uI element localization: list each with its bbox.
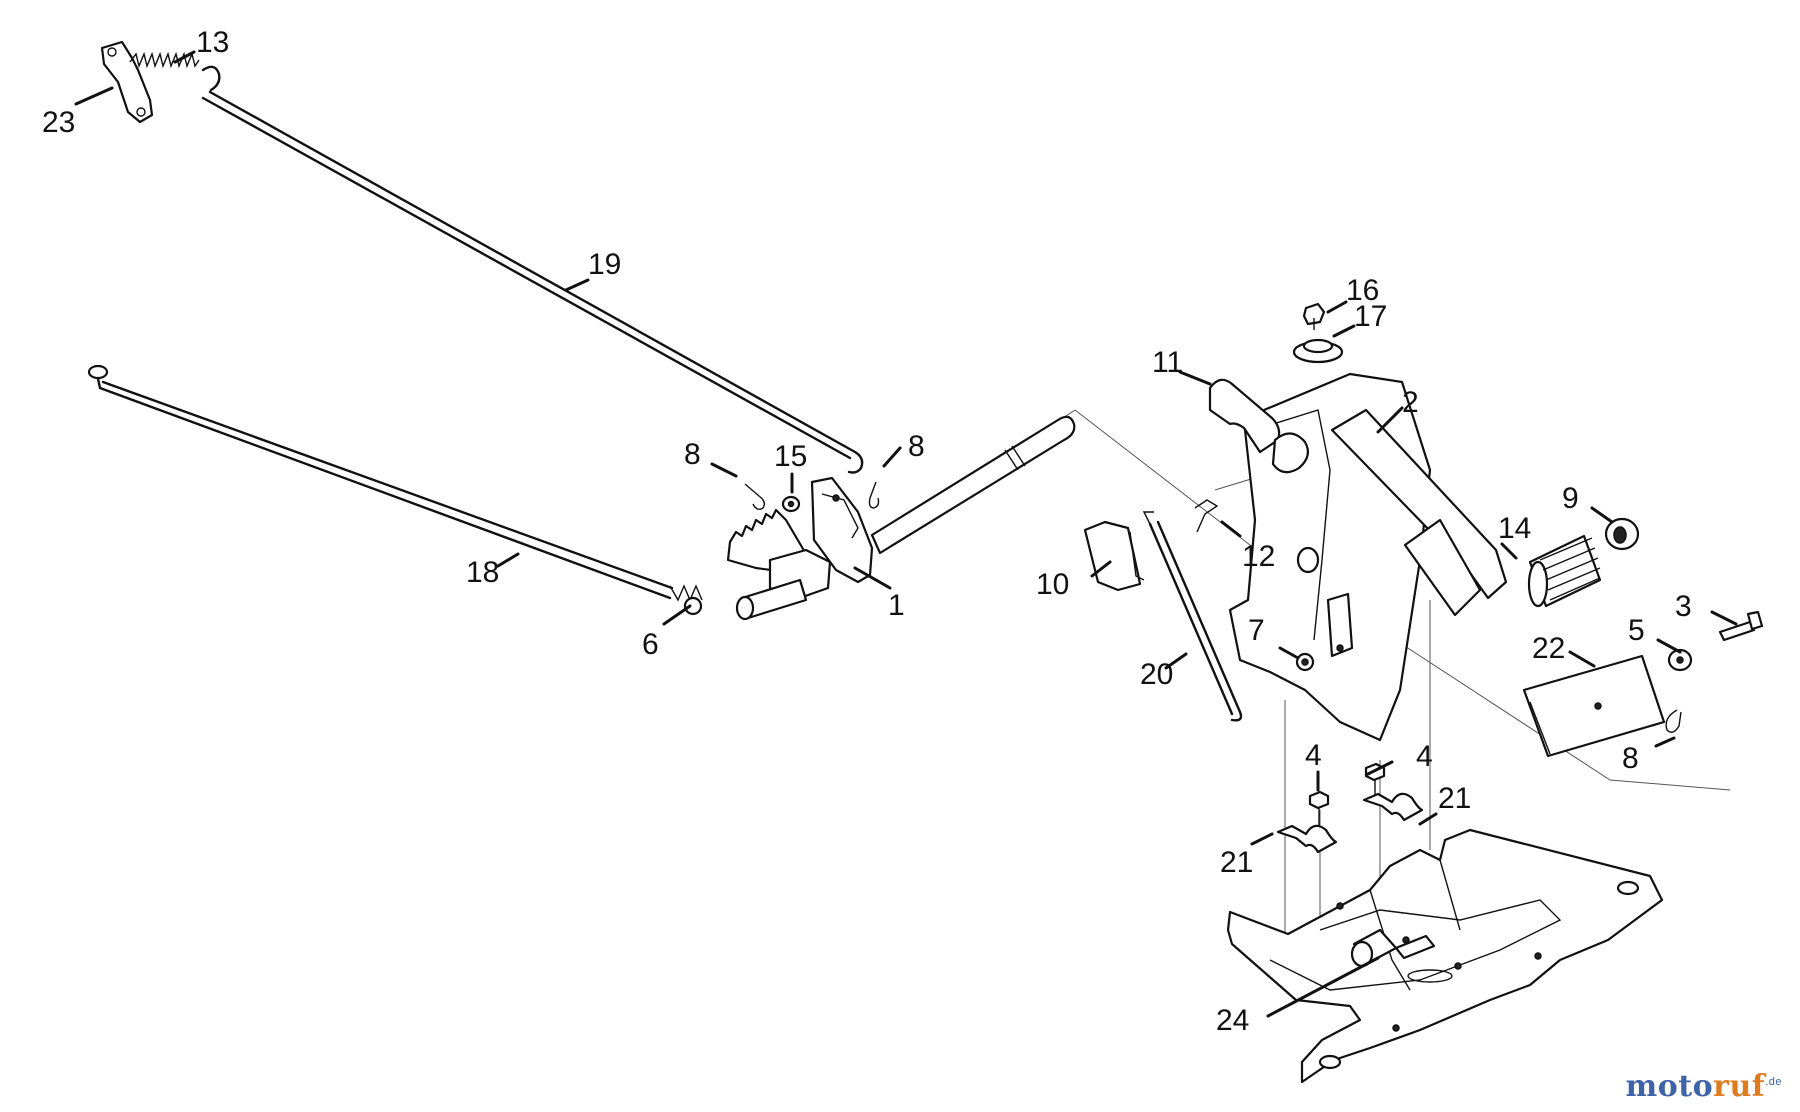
callout-2: 2 bbox=[1402, 386, 1419, 419]
callout-11: 11 bbox=[1152, 346, 1183, 379]
watermark-part2: ruf bbox=[1713, 1069, 1766, 1104]
callout-18: 18 bbox=[466, 556, 499, 589]
pin-12 bbox=[1194, 499, 1219, 533]
clamp-21-left bbox=[1276, 824, 1338, 854]
callout-13: 13 bbox=[196, 26, 229, 59]
callout-21-right: 21 bbox=[1438, 782, 1471, 815]
callout-4-right: 4 bbox=[1416, 740, 1433, 773]
base-frame-assembly bbox=[1226, 762, 1664, 1084]
spring-13 bbox=[129, 51, 200, 69]
rod-19 bbox=[201, 90, 864, 474]
watermark-part1: moto bbox=[1625, 1069, 1714, 1104]
callout-12: 12 bbox=[1242, 540, 1275, 573]
callout-4-left: 4 bbox=[1305, 739, 1322, 772]
callout-1: 1 bbox=[888, 589, 905, 622]
watermark-logo: motoruf.de bbox=[1626, 1069, 1782, 1104]
callout-22: 22 bbox=[1532, 632, 1565, 665]
bolt-4-left bbox=[1308, 790, 1330, 810]
callout-16: 16 bbox=[1346, 274, 1379, 307]
callout-17: 17 bbox=[1354, 300, 1387, 333]
pedal-tower bbox=[1208, 302, 1432, 742]
watermark-suffix: .de bbox=[1765, 1076, 1782, 1088]
rod-20 bbox=[1156, 520, 1243, 722]
clip-10 bbox=[1083, 520, 1142, 592]
callout-19: 19 bbox=[588, 248, 621, 281]
yoke-6 bbox=[683, 596, 703, 616]
spring-bracket-assembly bbox=[100, 40, 221, 124]
callout-23: 23 bbox=[42, 106, 75, 139]
callout-9: 9 bbox=[1562, 482, 1579, 515]
callout-10: 10 bbox=[1036, 568, 1069, 601]
callout-8-left: 8 bbox=[684, 438, 701, 471]
leader-lines bbox=[74, 50, 1738, 1018]
brake-arm-assembly bbox=[1330, 408, 1764, 758]
callout-labels: 1 2 3 4 4 5 6 7 8 8 8 9 10 11 12 13 14 1… bbox=[42, 26, 1692, 1037]
callout-15: 15 bbox=[774, 440, 807, 473]
callout-21-left: 21 bbox=[1220, 846, 1253, 879]
callout-14: 14 bbox=[1498, 512, 1531, 545]
callout-7: 7 bbox=[1248, 614, 1265, 647]
shaft-ratchet-assembly bbox=[726, 415, 1076, 621]
bolt-3 bbox=[1718, 620, 1756, 642]
callout-20: 20 bbox=[1140, 658, 1173, 691]
bracket-23 bbox=[100, 40, 154, 124]
callout-8-right: 8 bbox=[1622, 742, 1639, 775]
bracket-22 bbox=[1522, 654, 1666, 758]
callout-6: 6 bbox=[642, 628, 659, 661]
clip-and-rod bbox=[1083, 499, 1243, 722]
callout-24: 24 bbox=[1216, 1004, 1249, 1037]
callout-8-middle: 8 bbox=[908, 430, 925, 463]
callout-5: 5 bbox=[1628, 614, 1645, 647]
clamp-21-right bbox=[1362, 792, 1424, 822]
callout-3: 3 bbox=[1675, 590, 1692, 623]
rod-18 bbox=[87, 364, 703, 616]
pedal-11 bbox=[1208, 378, 1281, 454]
base-frame-24 bbox=[1226, 828, 1664, 1084]
